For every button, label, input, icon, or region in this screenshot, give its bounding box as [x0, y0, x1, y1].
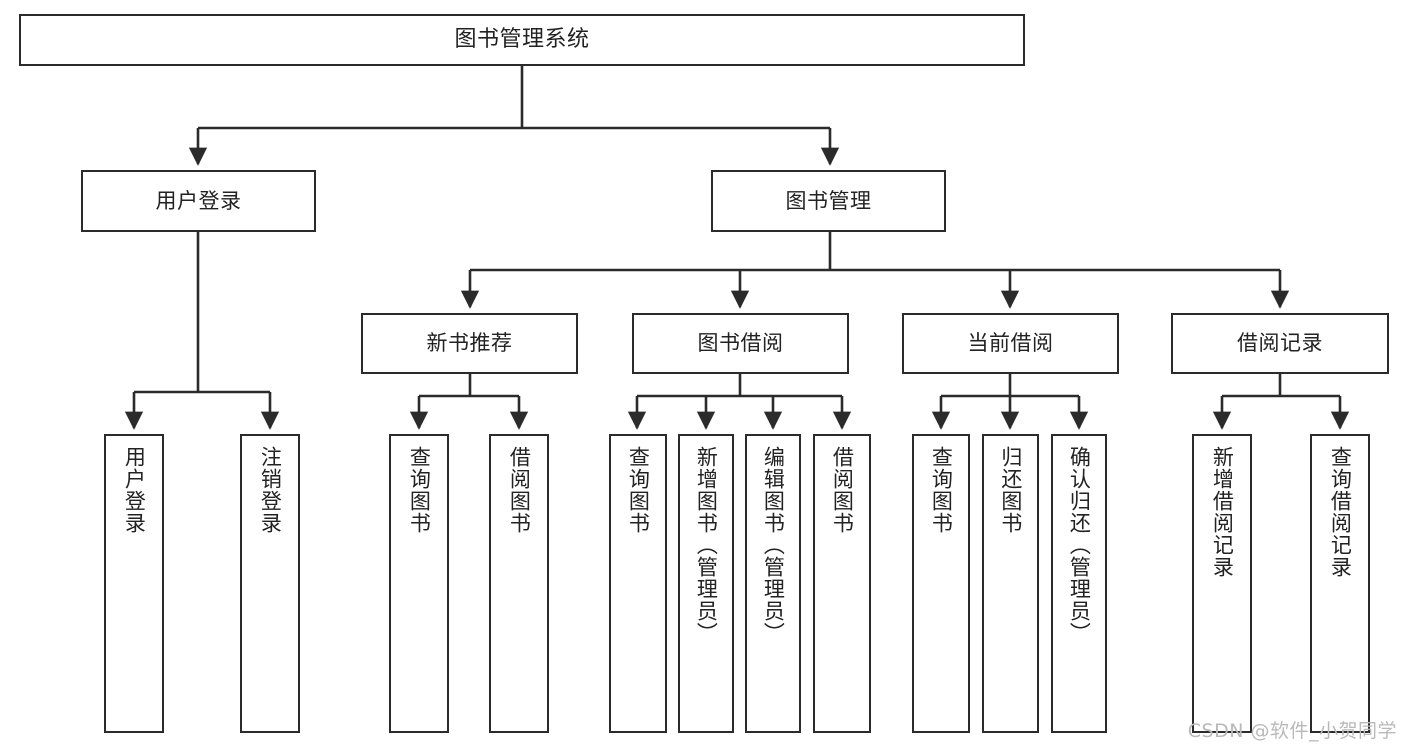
node-leaf-borrow-book[interactable]: 借阅图书	[813, 434, 871, 733]
node-leaf-borrow-book-recommend-label: 借阅图书	[507, 446, 532, 534]
node-book-borrow[interactable]: 图书借阅	[632, 313, 849, 374]
node-leaf-query-borrow-record-label: 查询借阅记录	[1328, 446, 1353, 578]
node-book-borrow-label: 图书借阅	[697, 331, 784, 356]
node-root[interactable]: 图书管理系统	[19, 14, 1025, 66]
node-leaf-query-book-recommend[interactable]: 查询图书	[389, 434, 449, 733]
node-leaf-query-book-current[interactable]: 查询图书	[912, 434, 970, 733]
node-new-book-recommend[interactable]: 新书推荐	[361, 313, 578, 374]
node-leaf-add-book-admin[interactable]: 新增图书（管理员）	[678, 434, 734, 733]
node-leaf-user-login-label: 用户登录	[122, 446, 147, 534]
node-leaf-query-book-borrow-label: 查询图书	[626, 446, 651, 534]
node-leaf-edit-book-admin[interactable]: 编辑图书（管理员）	[745, 434, 801, 733]
node-leaf-logout-label: 注销登录	[258, 446, 283, 534]
node-user-login[interactable]: 用户登录	[81, 170, 316, 232]
node-leaf-return-book-label: 归还图书	[998, 446, 1023, 534]
node-leaf-borrow-book-label: 借阅图书	[830, 446, 855, 534]
node-leaf-query-book-current-label: 查询图书	[929, 446, 954, 534]
node-leaf-query-book-recommend-label: 查询图书	[407, 446, 432, 534]
node-leaf-query-borrow-record[interactable]: 查询借阅记录	[1310, 434, 1370, 733]
node-user-login-label: 用户登录	[155, 188, 242, 213]
node-current-borrow[interactable]: 当前借阅	[902, 313, 1119, 374]
node-leaf-user-login[interactable]: 用户登录	[104, 434, 164, 733]
node-leaf-confirm-return-admin[interactable]: 确认归还（管理员）	[1051, 434, 1107, 733]
node-root-label: 图书管理系统	[454, 26, 590, 52]
node-leaf-confirm-return-admin-label: 确认归还（管理员）	[1067, 446, 1092, 644]
node-leaf-query-book-borrow[interactable]: 查询图书	[609, 434, 667, 733]
watermark-text: CSDN @软件_小贺同学	[1187, 720, 1397, 742]
node-book-management[interactable]: 图书管理	[711, 170, 946, 232]
node-leaf-add-borrow-record-label: 新增借阅记录	[1210, 446, 1235, 578]
node-leaf-add-book-admin-label: 新增图书（管理员）	[694, 446, 719, 644]
node-book-management-label: 图书管理	[785, 188, 872, 213]
node-current-borrow-label: 当前借阅	[967, 331, 1054, 356]
node-leaf-add-borrow-record[interactable]: 新增借阅记录	[1192, 434, 1252, 733]
node-leaf-edit-book-admin-label: 编辑图书（管理员）	[761, 446, 786, 644]
node-leaf-borrow-book-recommend[interactable]: 借阅图书	[489, 434, 549, 733]
node-new-book-recommend-label: 新书推荐	[426, 331, 513, 356]
node-borrow-records-label: 借阅记录	[1237, 331, 1323, 356]
node-leaf-return-book[interactable]: 归还图书	[982, 434, 1039, 733]
node-leaf-logout[interactable]: 注销登录	[240, 434, 300, 733]
node-borrow-records[interactable]: 借阅记录	[1171, 313, 1389, 374]
